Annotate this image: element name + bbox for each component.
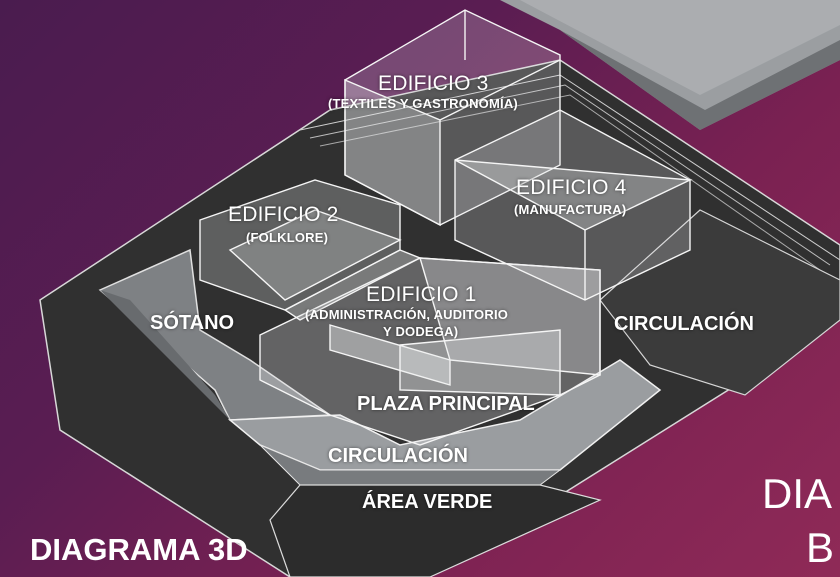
edificio-3-title: EDIFICIO 3 xyxy=(378,72,489,95)
sotano-area xyxy=(98,248,333,421)
edificio-2-volume xyxy=(199,179,422,321)
edificio-4-subtitle: (MANUFACTURA) xyxy=(514,202,627,217)
sotano-label: SÓTANO xyxy=(150,312,235,334)
edificio-1-subtitle-line1: (ADMINISTRACIÓN, AUDITORIO xyxy=(305,307,509,322)
edificio-3-subtitle: (TEXTILES Y GASTRONOMÍA) xyxy=(328,96,518,111)
area-verde-label: ÁREA VERDE xyxy=(362,491,493,513)
cropped-letter: B xyxy=(806,524,835,571)
plaza-principal-area xyxy=(228,359,662,486)
edificio-1-subtitle-line2: Y DODEGA) xyxy=(383,324,459,339)
cropped-title: DIA xyxy=(762,470,833,517)
circulacion-right-label: CIRCULACIÓN xyxy=(614,313,754,335)
neighbour-block xyxy=(500,0,840,130)
page-title: DIAGRAMA 3D xyxy=(30,532,248,567)
edificio-3-volume xyxy=(344,9,561,227)
edificio-1-volume xyxy=(259,257,601,446)
edificio-2-subtitle: (FOLKLORE) xyxy=(246,230,329,245)
edificio-1-title: EDIFICIO 1 xyxy=(366,283,477,306)
edificio-4-volume xyxy=(454,109,693,301)
circulacion-bottom-label: CIRCULACIÓN xyxy=(328,445,468,467)
plaza-principal-label: PLAZA PRINCIPAL xyxy=(357,393,535,415)
edificio-2-title: EDIFICIO 2 xyxy=(228,203,339,226)
edificio-4-title: EDIFICIO 4 xyxy=(516,176,627,199)
area-verde-area xyxy=(269,484,602,577)
circulacion-right-area xyxy=(599,209,840,396)
